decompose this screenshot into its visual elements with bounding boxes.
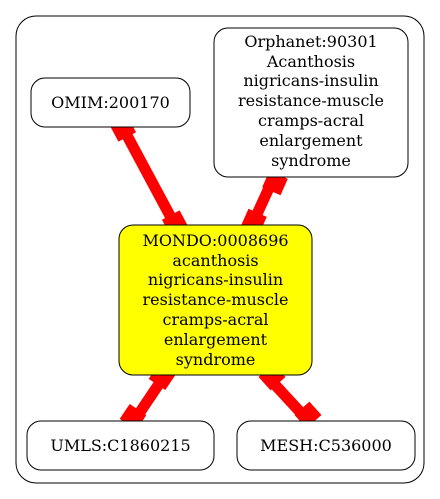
node-center-line: enlargement bbox=[164, 330, 268, 349]
node-omim-label: OMIM:200170 bbox=[51, 93, 170, 112]
node-center: MONDO:0008696 acanthosis nigricans-insul… bbox=[118, 224, 313, 376]
node-orphanet-line: nigricans-insulin bbox=[243, 71, 378, 90]
node-center-line: resistance-muscle bbox=[143, 290, 289, 309]
node-center-line: cramps-acral bbox=[163, 310, 269, 329]
node-mesh: MESH:C536000 bbox=[236, 420, 416, 471]
node-umls-label: UMLS:C1860215 bbox=[50, 436, 190, 455]
node-center-line: MONDO:0008696 bbox=[142, 231, 288, 250]
node-orphanet-line: Orphanet:90301 bbox=[244, 32, 377, 51]
node-orphanet: Orphanet:90301 Acanthosis nigricans-insu… bbox=[213, 27, 409, 178]
node-omim: OMIM:200170 bbox=[30, 77, 191, 128]
node-center-line: syndrome bbox=[176, 350, 256, 369]
node-center-line: nigricans-insulin bbox=[148, 270, 283, 289]
node-orphanet-line: syndrome bbox=[271, 151, 351, 170]
node-mesh-label: MESH:C536000 bbox=[260, 436, 392, 455]
node-center-line: acanthosis bbox=[172, 251, 258, 270]
node-orphanet-line: enlargement bbox=[259, 131, 363, 150]
node-umls: UMLS:C1860215 bbox=[26, 420, 215, 471]
node-orphanet-line: resistance-muscle bbox=[238, 91, 384, 110]
node-orphanet-line: Acanthosis bbox=[266, 52, 355, 71]
node-orphanet-line: cramps-acral bbox=[258, 111, 364, 130]
